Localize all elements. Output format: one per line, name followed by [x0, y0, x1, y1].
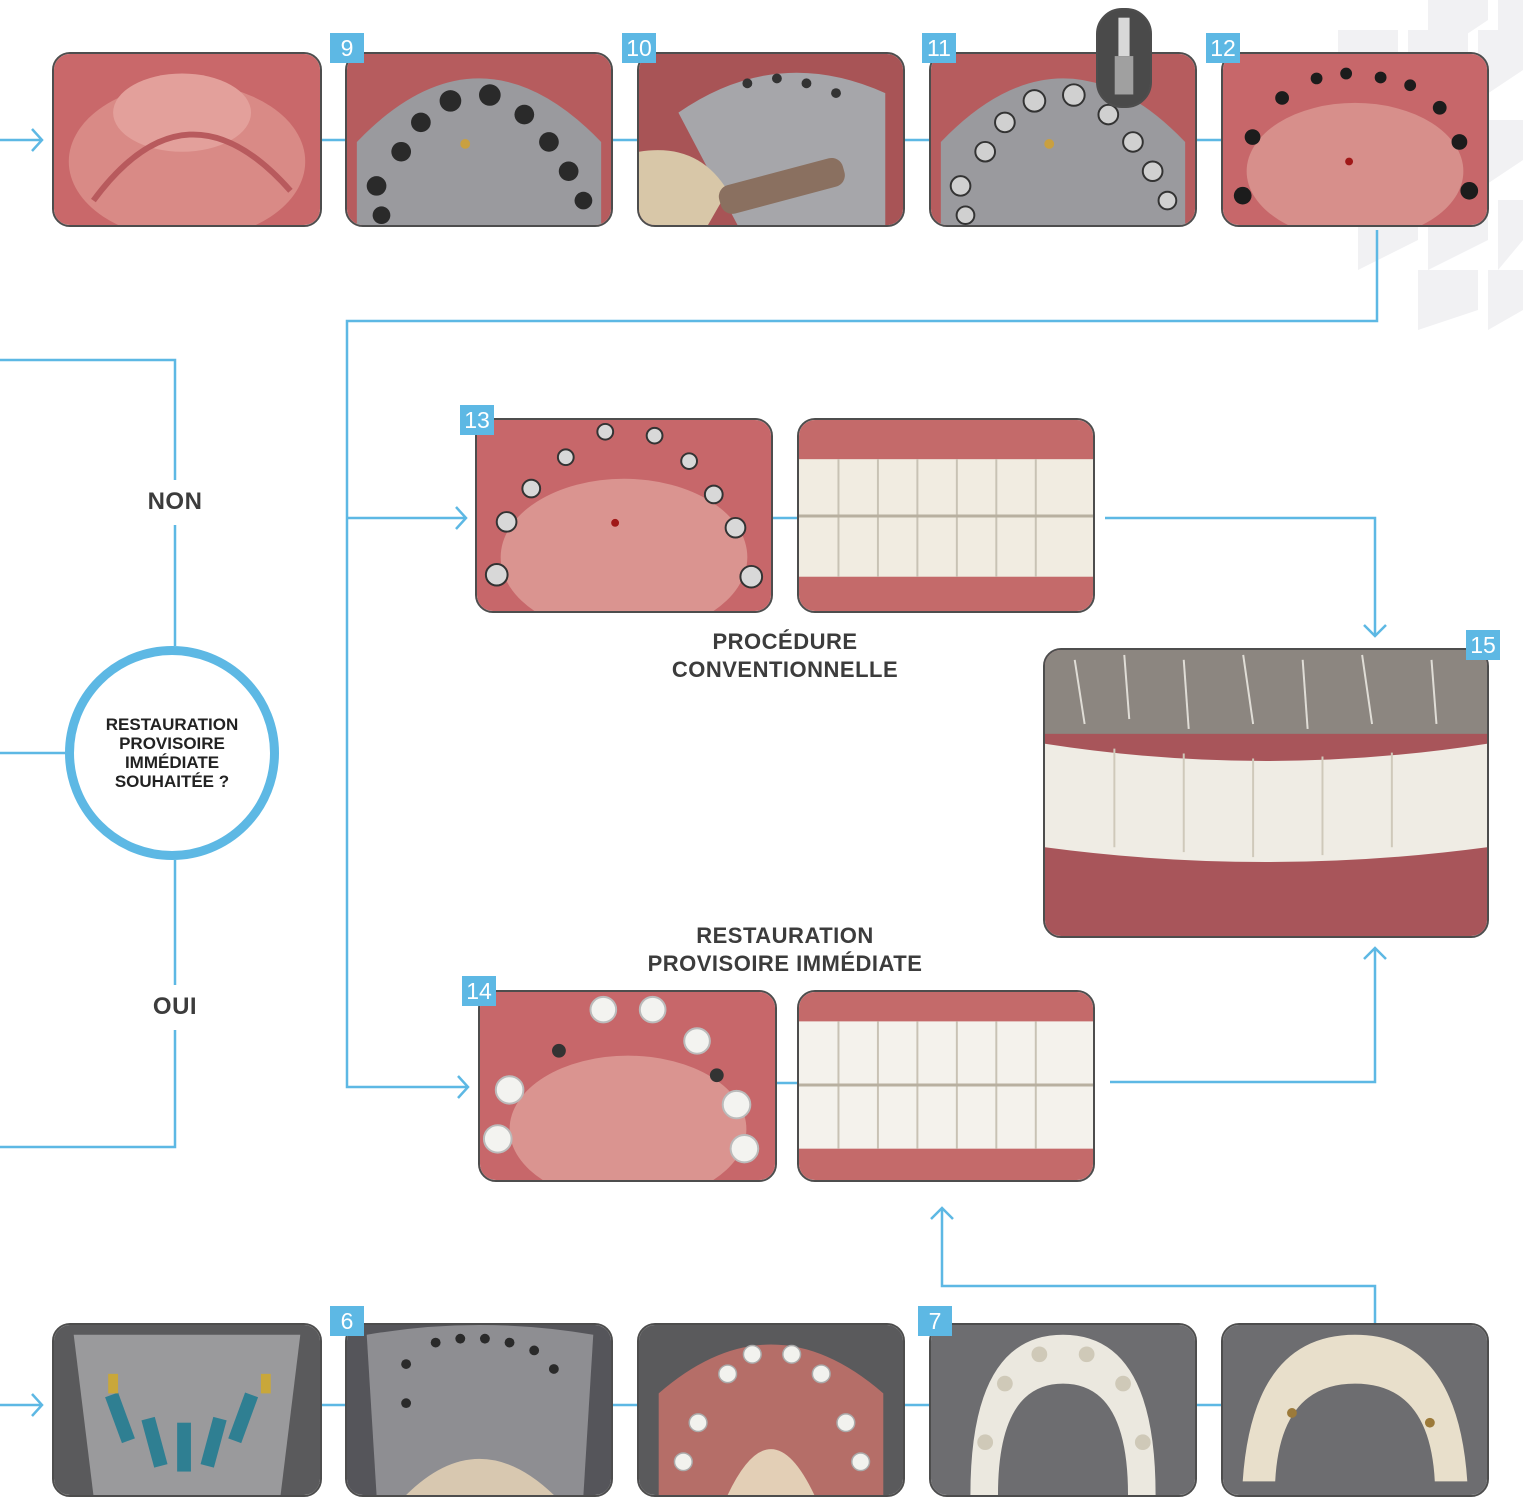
photo-framework-white — [929, 1323, 1197, 1497]
photo-model-gray — [345, 1323, 613, 1497]
step-number: 11 — [922, 33, 956, 63]
step-number: 6 — [330, 1306, 364, 1336]
decision-line: RESTAURATION — [106, 715, 239, 734]
photo-healing-caps — [475, 418, 773, 613]
decision-circle: RESTAURATION PROVISOIRE IMMÉDIATE SOUHAI… — [65, 646, 279, 860]
photo-model-pink — [637, 1323, 905, 1497]
photo-model-analogs — [52, 1323, 322, 1497]
decision-line: SOUHAITÉE ? — [106, 772, 239, 791]
label-oui: OUI — [125, 993, 225, 1021]
step-number: 9 — [330, 33, 364, 63]
label-line: RESTAURATION — [600, 922, 970, 950]
label-immediate: RESTAURATION PROVISOIRE IMMÉDIATE — [600, 922, 970, 978]
photo-final-smile — [1043, 648, 1489, 938]
label-line: PROCÉDURE — [620, 628, 950, 656]
label-conventional: PROCÉDURE CONVENTIONNELLE — [620, 628, 950, 684]
photo-denture-immediate — [797, 990, 1095, 1182]
step-number: 10 — [622, 33, 656, 63]
decision-line: PROVISOIRE — [106, 734, 239, 753]
photo-implant-inset — [1096, 8, 1152, 108]
label-line: PROVISOIRE IMMÉDIATE — [600, 950, 970, 978]
step-number: 15 — [1466, 630, 1500, 660]
label-non: NON — [125, 488, 225, 516]
photo-temporary-abutments — [478, 990, 777, 1182]
photo-denture-conventional — [797, 418, 1095, 613]
photo-framework-final — [1221, 1323, 1489, 1497]
photo-surgical-guide — [345, 52, 613, 227]
photo-implants-placed — [1221, 52, 1489, 227]
label-line: CONVENTIONNELLE — [620, 656, 950, 684]
photo-palate — [52, 52, 322, 227]
step-number: 14 — [462, 976, 496, 1006]
step-number: 7 — [918, 1306, 952, 1336]
decision-line: IMMÉDIATE — [106, 753, 239, 772]
step-number: 13 — [460, 405, 494, 435]
step-number: 12 — [1206, 33, 1240, 63]
photo-drilling — [637, 52, 905, 227]
photo-implant-insertion — [929, 52, 1197, 227]
